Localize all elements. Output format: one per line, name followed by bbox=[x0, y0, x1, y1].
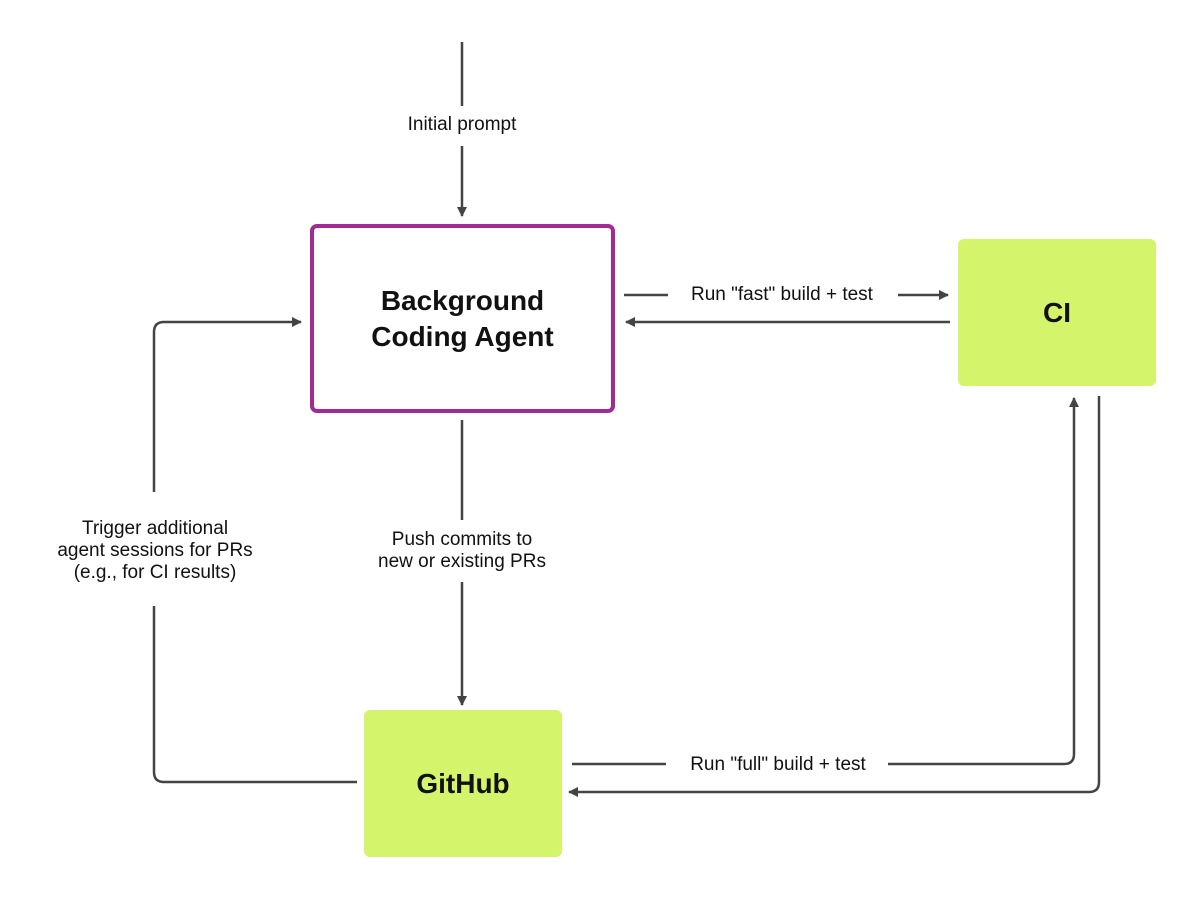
initial-prompt-label: Initial prompt bbox=[372, 114, 552, 136]
ci-to-github-arrow bbox=[568, 396, 1101, 797]
ci-node-label: CI bbox=[1043, 296, 1071, 328]
github-node-label: GitHub bbox=[416, 767, 510, 799]
agent-node-label: Background Coding Agent bbox=[371, 284, 554, 352]
fast-build-label: Run "fast" build + test bbox=[672, 284, 892, 306]
trigger-sessions-label-line-2: agent sessions for PRs bbox=[57, 540, 253, 561]
trigger-sessions-line-lower bbox=[152, 606, 357, 784]
trigger-sessions-label: Trigger additional agent sessions for PR… bbox=[50, 518, 260, 584]
push-commits-label-line-2: new or existing PRs bbox=[378, 551, 546, 572]
github-node: GitHub bbox=[364, 710, 562, 857]
trigger-sessions-label-line-1: Trigger additional bbox=[81, 518, 229, 539]
trigger-sessions-arrow bbox=[152, 317, 302, 492]
push-commits-label: Push commits to new or existing PRs bbox=[352, 529, 572, 573]
trigger-sessions-label-line-3: (e.g., for CI results) bbox=[73, 562, 237, 583]
push-commits-label-line-1: Push commits to bbox=[391, 529, 533, 550]
background-coding-agent-node: Background Coding Agent bbox=[310, 224, 615, 413]
full-build-arrow bbox=[886, 397, 1079, 766]
ci-node: CI bbox=[958, 239, 1156, 386]
full-build-label: Run "full" build + test bbox=[668, 754, 888, 776]
